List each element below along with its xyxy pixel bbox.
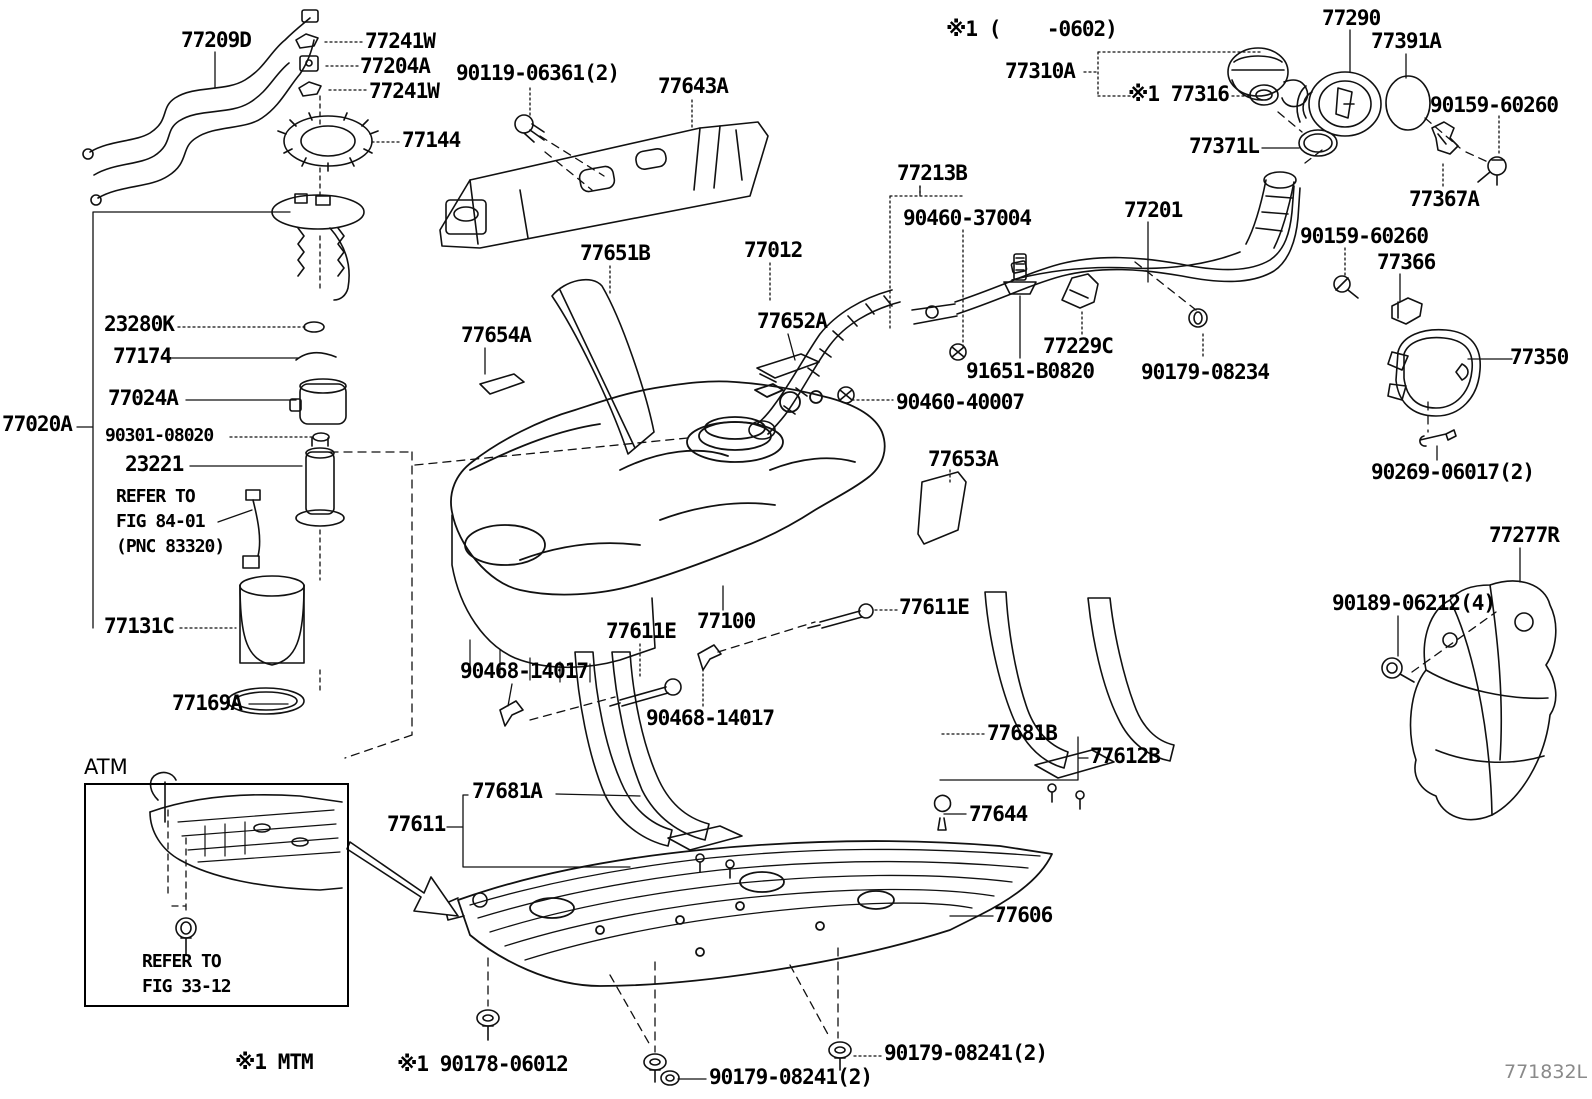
part-label: ※1 MTM — [235, 1050, 314, 1074]
fuel-cap-assembly-art — [1227, 47, 1507, 186]
tank-bands-art — [499, 591, 1175, 879]
part-label: 77277R — [1489, 523, 1560, 547]
part-label: 77653A — [928, 447, 999, 471]
part-label: 77020A — [2, 412, 73, 436]
part-label: FIG 33-12 — [142, 976, 232, 997]
part-label: 90468-14017 — [460, 659, 589, 683]
part-label: 77213B — [897, 161, 968, 185]
part-label: 77644 — [969, 802, 1028, 826]
part-label: 77606 — [994, 903, 1053, 927]
part-label: 90179-08241(2) — [709, 1065, 873, 1089]
part-label: 77652A — [757, 309, 828, 333]
part-label: 77204A — [360, 54, 431, 78]
bolt-90119-art — [514, 114, 545, 143]
part-label: 77131C — [104, 614, 175, 638]
part-label: 77241W — [365, 29, 436, 53]
part-label: 23221 — [125, 452, 184, 476]
bracket-77643A-art — [439, 121, 769, 249]
part-label: 77651B — [580, 241, 651, 265]
atm-inset-title: ATM — [84, 755, 128, 779]
shield-77277R-art — [1381, 580, 1557, 821]
bottom-fasteners-art — [476, 1009, 852, 1086]
part-label: 77100 — [697, 609, 756, 633]
part-label: 77611E — [606, 619, 677, 643]
filler-hose-art — [748, 289, 967, 440]
part-label: 90301-08020 — [105, 425, 214, 446]
atm-inset-art — [149, 771, 459, 955]
part-label: 77201 — [1124, 198, 1183, 222]
part-label: 77611 — [387, 812, 446, 836]
part-label: 90468-14017 — [646, 706, 775, 730]
part-label: 90159-60260 — [1300, 224, 1429, 248]
part-label: 77169A — [172, 691, 243, 715]
part-label: FIG 84-01 — [116, 511, 206, 532]
part-label: 77611E — [899, 595, 970, 619]
part-label: ※1 ( -0602) — [946, 17, 1118, 41]
part-label: 77654A — [461, 323, 532, 347]
part-label: 77290 — [1322, 6, 1381, 30]
part-label: (PNC 83320) — [116, 536, 225, 557]
lock-ring-art — [277, 112, 379, 172]
part-label: 77209D — [181, 28, 252, 52]
filler-pipe-art — [911, 171, 1301, 328]
protector-pan-art — [443, 840, 1053, 987]
part-label: 77144 — [402, 128, 461, 152]
part-label: 77174 — [113, 344, 172, 368]
part-label: 90179-08234 — [1141, 360, 1270, 384]
fuel-tube-assembly-art — [82, 9, 322, 206]
part-label: REFER TO — [116, 486, 196, 507]
part-label: ※1 90178-06012 — [397, 1052, 569, 1076]
part-label: 77612B — [1090, 744, 1161, 768]
part-label: 90189-06212(4) — [1332, 591, 1496, 615]
figure-code: 771832L — [1504, 1061, 1588, 1083]
part-label: 91651-B0820 — [966, 359, 1095, 383]
part-label: 77229C — [1043, 334, 1114, 358]
part-label: 77310A — [1005, 59, 1076, 83]
part-label: 77024A — [108, 386, 179, 410]
part-label: REFER TO — [142, 951, 222, 972]
part-label: ※1 77316 — [1128, 82, 1230, 106]
part-label: 90460-40007 — [896, 390, 1025, 414]
part-label: 23280K — [104, 312, 175, 336]
part-label: 77012 — [744, 238, 803, 262]
part-label: 77367A — [1409, 187, 1480, 211]
part-label: 90119-06361(2) — [456, 61, 620, 85]
fuel-lid-art — [1333, 275, 1481, 447]
part-label: 90460-37004 — [903, 206, 1032, 230]
fuel-pump-module-art — [227, 193, 365, 715]
atm-inset-box — [84, 783, 349, 1007]
part-label: 77643A — [658, 74, 729, 98]
part-label: 77366 — [1377, 250, 1436, 274]
part-label: 77241W — [369, 79, 440, 103]
part-label: 90159-60260 — [1430, 93, 1559, 117]
part-label: 77350 — [1510, 345, 1569, 369]
part-label: 90269-06017(2) — [1371, 460, 1535, 484]
bolt-91651-art — [1003, 253, 1037, 295]
part-label: 77371L — [1189, 134, 1260, 158]
part-label: 90179-08241(2) — [884, 1041, 1048, 1065]
part-label: 77681B — [987, 721, 1058, 745]
part-label: 77391A — [1371, 29, 1442, 53]
part-label: 77681A — [472, 779, 543, 803]
